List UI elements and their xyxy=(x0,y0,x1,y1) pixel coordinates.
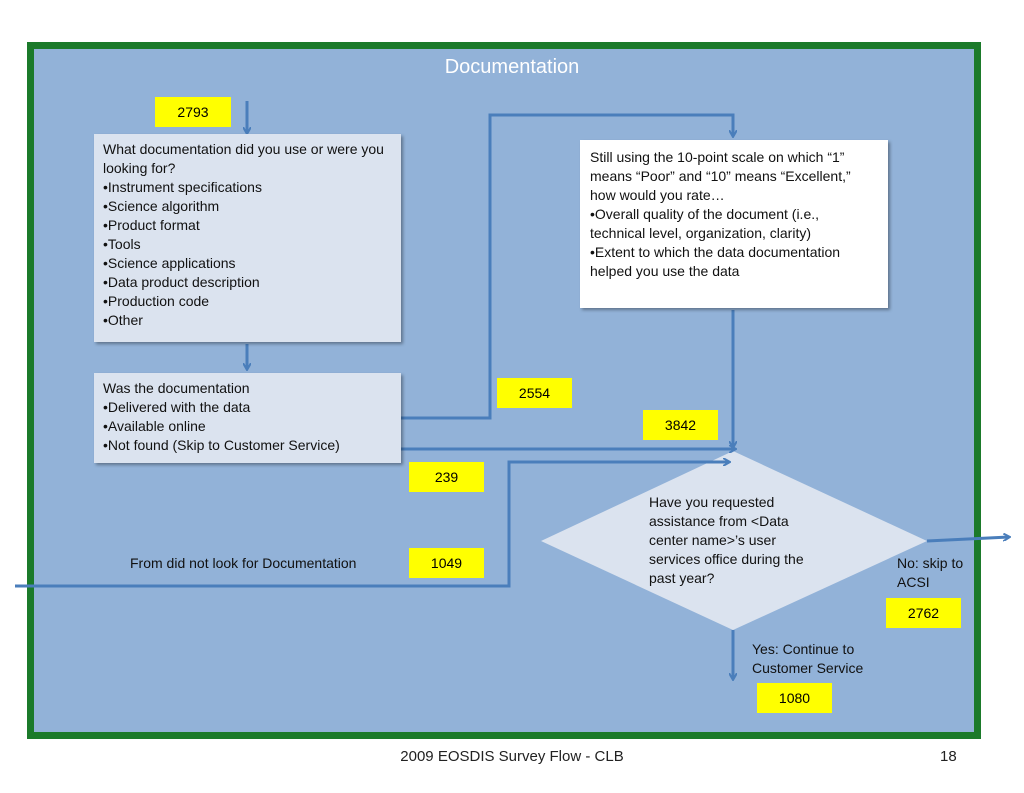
box-option: •Overall quality of the document (i.e., … xyxy=(590,206,820,241)
footer-text: 2009 EOSDIS Survey Flow - CLB xyxy=(400,748,624,765)
box-option: •Science applications xyxy=(103,255,236,271)
yes-continue-label: Yes: Continue to Customer Service xyxy=(752,641,864,676)
count-badge-2762: 2762 xyxy=(886,598,961,628)
count-badge-239: 239 xyxy=(409,462,484,492)
box-question-text: Was the documentation xyxy=(103,380,250,396)
decision-diamond xyxy=(541,451,927,630)
count-badge-1049: 1049 xyxy=(409,548,484,578)
arrow-to-rating-question xyxy=(401,113,733,420)
box-option: •Other xyxy=(103,312,143,328)
slide-title: Documentation xyxy=(444,56,580,78)
arrow-no-doc-to-decision xyxy=(15,462,729,588)
box-option: •Available online xyxy=(103,418,206,434)
from-no-documentation-label: From did not look for Documentation xyxy=(130,555,357,571)
count-badge-2793: 2793 xyxy=(155,97,231,127)
box-question-text: What documentation did you use or were y… xyxy=(103,141,384,176)
box-option: •Instrument specifications xyxy=(103,179,262,195)
box-option: •Data product description xyxy=(103,274,260,290)
box-question-text: Still using the 10-point scale on which … xyxy=(590,149,851,203)
box-option: •Tools xyxy=(103,236,141,252)
arrow-no-to-acsi xyxy=(926,537,1009,543)
no-skip-label: No: skip to ACSI xyxy=(897,555,964,590)
rating-box: Still using the 10-point scale on which … xyxy=(580,140,888,308)
box-option: •Not found (Skip to Customer Service) xyxy=(103,437,340,453)
count-badge-3842: 3842 xyxy=(643,410,718,440)
count-badge-1080: 1080 xyxy=(757,683,832,713)
box-option: •Science algorithm xyxy=(103,198,220,214)
assistance-question-text: Have you requested assistance from <Data… xyxy=(649,494,804,586)
box-option: •Production code xyxy=(103,293,210,309)
box-option: •Extent to which the data documentation … xyxy=(590,244,841,279)
box-option: •Product format xyxy=(103,217,200,233)
count-badge-2554: 2554 xyxy=(497,378,572,408)
delivery-box: Was the documentation •Delivered with th… xyxy=(94,373,401,463)
box-option: •Delivered with the data xyxy=(103,399,251,415)
documentation-used-box: What documentation did you use or were y… xyxy=(94,134,401,342)
page-number: 18 xyxy=(940,748,957,765)
